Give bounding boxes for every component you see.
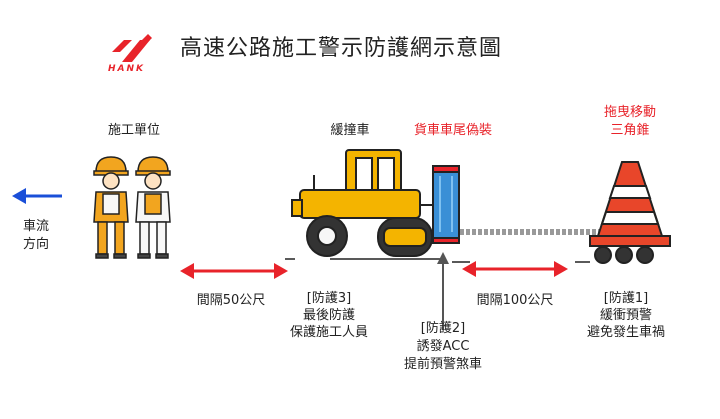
road-line	[285, 258, 590, 263]
label-decoy: 貨車車尾偽裝	[413, 123, 492, 138]
worker-icon	[93, 156, 171, 259]
up-arrow-icon	[437, 252, 449, 330]
label-p1-line1: [防護1]	[603, 291, 649, 306]
label-cone-line2: 三角錐	[610, 123, 650, 138]
label-p2-line2: 誘發ACC	[416, 339, 470, 354]
decoy-box-icon	[432, 165, 460, 244]
label-p3-line2: 最後防護	[302, 308, 355, 323]
label-gap2: 間隔100公尺	[476, 293, 554, 308]
label-p2-line3: 提前預警煞車	[403, 357, 482, 372]
logo-icon	[112, 34, 152, 62]
label-traffic-line2: 方向	[22, 237, 49, 252]
label-p2-line1: [防護2]	[420, 321, 466, 336]
label-truck: 緩撞車	[330, 123, 370, 138]
label-p1-line3: 避免發生車禍	[586, 325, 665, 340]
label-traffic-line1: 車流	[22, 219, 49, 234]
arrow-left-icon	[12, 188, 62, 204]
page-title: 高速公路施工警示防護網示意圖	[180, 36, 503, 61]
label-p3-line3: 保護施工人員	[289, 325, 368, 340]
label-p1-line2: 緩衝預警	[599, 308, 652, 323]
traffic-cone-icon	[589, 161, 671, 264]
label-p3-line1: [防護3]	[306, 291, 352, 306]
road-roller-icon	[291, 149, 434, 257]
label-workers: 施工單位	[107, 123, 160, 138]
label-gap1: 間隔50公尺	[196, 293, 266, 308]
logo-text: HANK	[108, 64, 146, 74]
double-arrow-icon	[180, 261, 568, 279]
label-cone-line1: 拖曳移動	[603, 105, 656, 120]
